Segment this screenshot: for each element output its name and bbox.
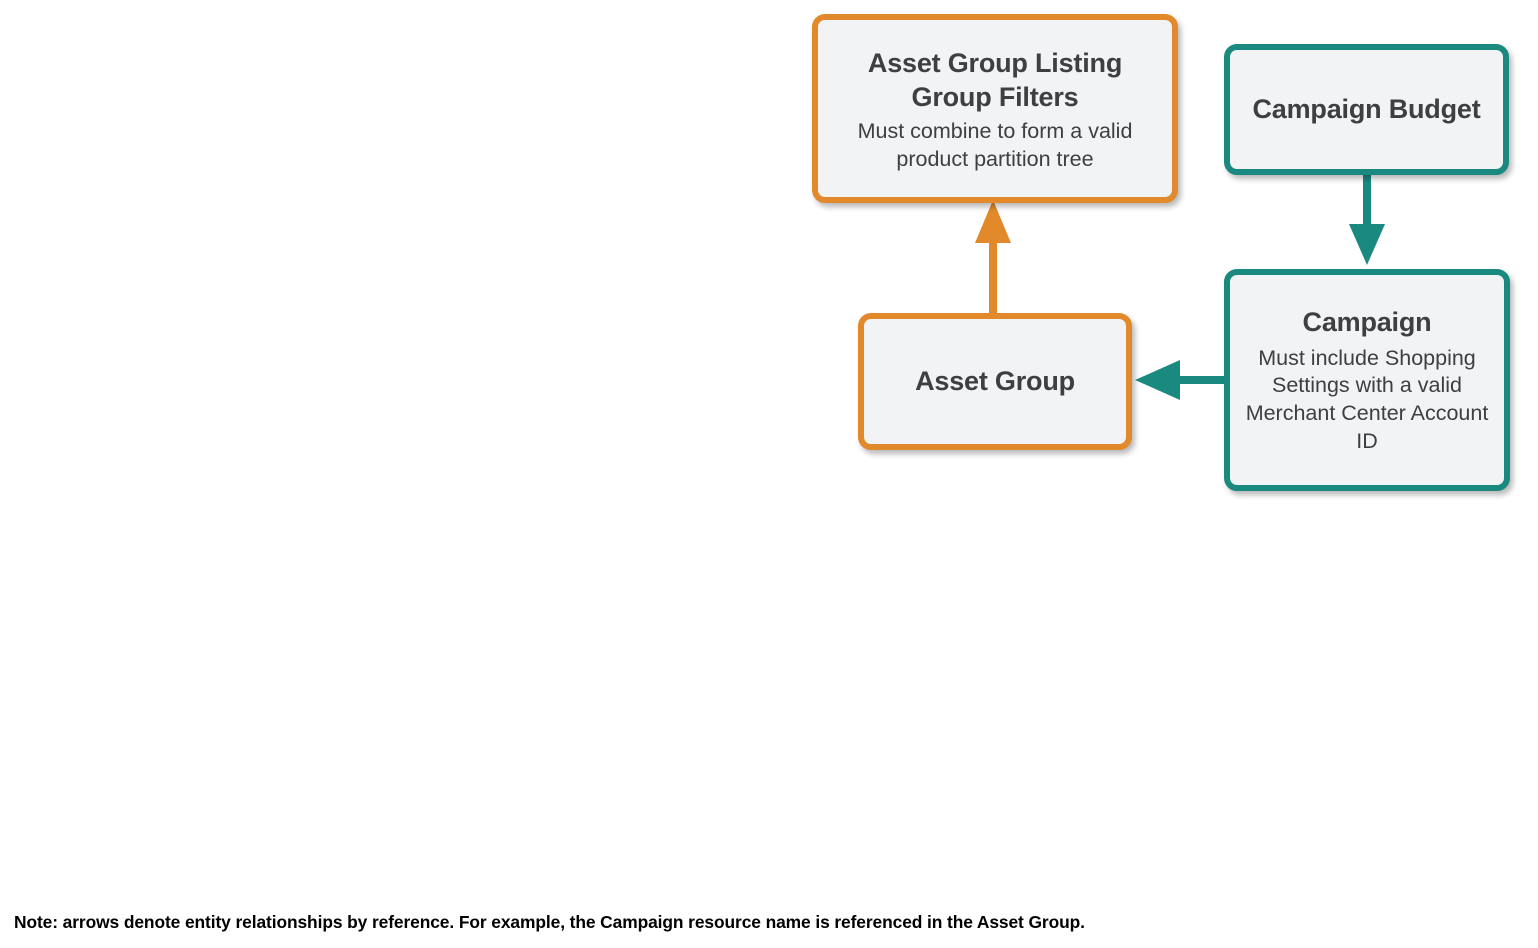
diagram-note: Note: arrows denote entity relationships…: [14, 912, 1085, 932]
node-campaign-budget[interactable]: Campaign Budget: [1224, 44, 1509, 175]
node-asset-group-listing-group-filters[interactable]: Asset Group Listing Group Filters Must c…: [812, 14, 1178, 203]
arrow-campaign-to-asset-group: [1135, 360, 1228, 400]
arrow-campaign-budget-to-campaign: [1349, 170, 1385, 265]
node-asset-group[interactable]: Asset Group: [858, 313, 1132, 450]
node-title: Campaign Budget: [1252, 94, 1481, 125]
node-subtitle: Must include Shopping Settings with a va…: [1245, 345, 1489, 453]
node-campaign[interactable]: Campaign Must include Shopping Settings …: [1224, 269, 1510, 491]
node-title: Campaign: [1302, 306, 1432, 337]
node-title: Asset Group Listing Group Filters: [867, 47, 1123, 112]
node-title: Asset Group: [915, 366, 1075, 397]
arrow-asset-group-to-listing-group-filters: [975, 200, 1011, 318]
node-subtitle: Must combine to form a valid product par…: [857, 119, 1133, 171]
